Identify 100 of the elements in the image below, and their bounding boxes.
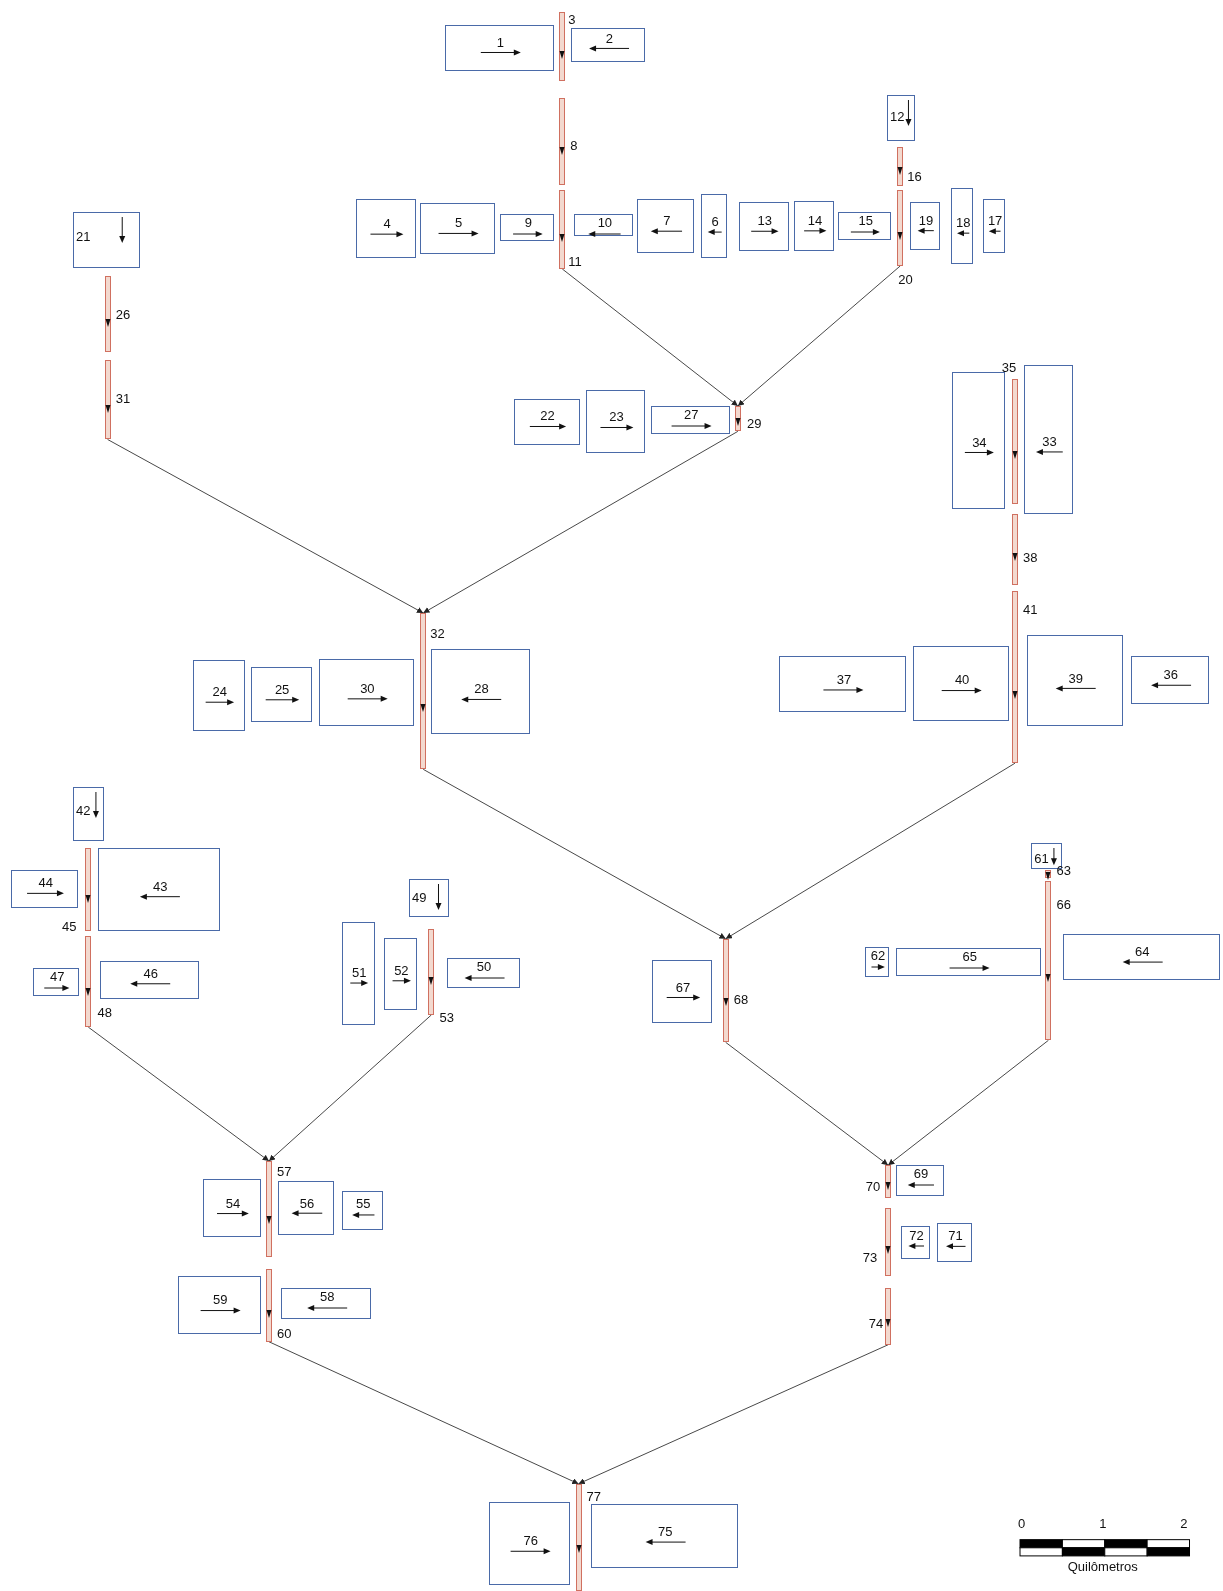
subbasin-box xyxy=(651,960,713,1024)
subbasin-number: 6 xyxy=(710,214,720,228)
channel-number: 45 xyxy=(61,919,77,933)
subbasin-number: 49 xyxy=(412,891,427,905)
subbasin-number: 19 xyxy=(917,213,935,227)
channel-number: 48 xyxy=(97,1005,112,1019)
subbasin-number: 4 xyxy=(382,217,392,231)
subbasin-box xyxy=(793,200,835,251)
subbasin-box xyxy=(910,201,940,250)
subbasin-box xyxy=(951,187,974,264)
subbasin-box xyxy=(318,658,415,726)
subbasin-number: 76 xyxy=(522,1534,539,1548)
subbasin-number: 37 xyxy=(835,672,853,686)
subbasin-number: 50 xyxy=(475,960,493,974)
subbasin-box xyxy=(281,1287,372,1320)
subbasin-number: 61 xyxy=(1034,852,1049,865)
subbasin-number: 46 xyxy=(142,966,159,980)
subbasin-box xyxy=(98,848,221,931)
subbasin-box xyxy=(585,389,646,453)
subbasin-number: 15 xyxy=(857,214,874,228)
subbasin-box xyxy=(838,212,892,240)
subbasin-number: 34 xyxy=(971,435,988,449)
subbasin-box xyxy=(356,198,417,258)
subbasin-number: 18 xyxy=(954,215,972,229)
channel-number: 31 xyxy=(115,391,131,405)
channel-number: 32 xyxy=(430,627,445,641)
subbasin-number: 14 xyxy=(806,213,824,227)
subbasin-box xyxy=(650,405,730,435)
subbasin-number: 56 xyxy=(298,1196,316,1210)
channel-number: 29 xyxy=(746,417,762,431)
subbasin-box xyxy=(913,645,1009,721)
channel-number: 11 xyxy=(568,254,582,268)
subbasin-box xyxy=(738,201,789,251)
subbasin-number: 36 xyxy=(1162,667,1179,681)
subbasin-box xyxy=(513,398,580,445)
subbasin-number: 59 xyxy=(212,1293,229,1307)
subbasin-box xyxy=(33,968,80,996)
subbasin-number: 13 xyxy=(756,214,773,228)
subbasin-box xyxy=(11,869,79,909)
subbasin-number: 71 xyxy=(947,1229,964,1243)
subbasin-number: 58 xyxy=(319,1290,336,1304)
subbasin-box xyxy=(1130,655,1209,705)
subbasin-box xyxy=(192,659,245,731)
subbasin-number: 2 xyxy=(604,31,615,45)
subbasin-number: 10 xyxy=(596,216,614,230)
channel-number: 16 xyxy=(907,170,922,184)
subbasin-box xyxy=(177,1275,261,1334)
subbasin-number: 72 xyxy=(908,1228,925,1242)
subbasin-box xyxy=(952,372,1005,510)
subbasin-number: 24 xyxy=(211,684,228,698)
subbasin-box xyxy=(571,28,646,62)
subbasin-number: 17 xyxy=(986,214,1004,228)
subbasin-number: 47 xyxy=(49,970,66,984)
subbasin-box xyxy=(250,666,312,722)
subbasin-box xyxy=(983,198,1005,253)
subbasin-box xyxy=(574,214,634,237)
subbasin-number: 22 xyxy=(539,409,556,423)
subbasin-box xyxy=(342,1190,383,1231)
channel-number: 38 xyxy=(1023,551,1038,565)
channel-number: 57 xyxy=(277,1165,292,1179)
subbasin-number: 44 xyxy=(37,876,54,890)
subbasin-number: 62 xyxy=(869,948,887,962)
subbasin-box xyxy=(342,921,375,1026)
subbasin-number: 55 xyxy=(355,1197,372,1211)
channel-number: 70 xyxy=(865,1180,881,1194)
scale-tick-label: 1 xyxy=(1099,1517,1107,1532)
channel-number: 68 xyxy=(733,992,749,1006)
subbasin-number: 39 xyxy=(1067,671,1085,685)
subbasin-box xyxy=(100,961,199,999)
subbasin-box xyxy=(901,1226,930,1259)
subbasin-number: 69 xyxy=(912,1167,930,1181)
subbasin-box xyxy=(446,958,520,988)
subbasin-box xyxy=(896,947,1042,977)
channel-number: 3 xyxy=(568,13,576,27)
subbasin-number: 75 xyxy=(657,1525,674,1539)
subbasin-number: 54 xyxy=(224,1196,242,1210)
subbasin-box xyxy=(590,1504,738,1569)
subbasin-number: 25 xyxy=(273,682,291,696)
channel-number: 66 xyxy=(1056,898,1071,912)
subbasin-number: 65 xyxy=(961,949,978,963)
subbasin-number: 40 xyxy=(953,673,971,687)
subbasin-box xyxy=(431,648,530,734)
channel-number: 35 xyxy=(1001,361,1017,375)
channel-number: 26 xyxy=(115,307,131,321)
subbasin-box xyxy=(701,193,727,258)
subbasin-box xyxy=(887,95,916,142)
subbasin-box xyxy=(278,1181,334,1236)
subbasin-number: 7 xyxy=(662,214,672,228)
subbasin-box xyxy=(864,946,890,978)
channel-number: 53 xyxy=(439,1010,454,1024)
subbasin-number: 30 xyxy=(359,681,376,695)
subbasin-number: 67 xyxy=(674,980,692,994)
subbasin-number: 33 xyxy=(1041,435,1058,449)
subbasin-number: 27 xyxy=(682,407,700,421)
subbasin-box xyxy=(1024,365,1073,514)
subbasin-box xyxy=(500,214,555,241)
subbasin-box xyxy=(420,203,496,254)
subbasin-number: 9 xyxy=(523,216,533,230)
subbasin-box xyxy=(409,878,449,918)
channel-number: 74 xyxy=(868,1317,884,1331)
